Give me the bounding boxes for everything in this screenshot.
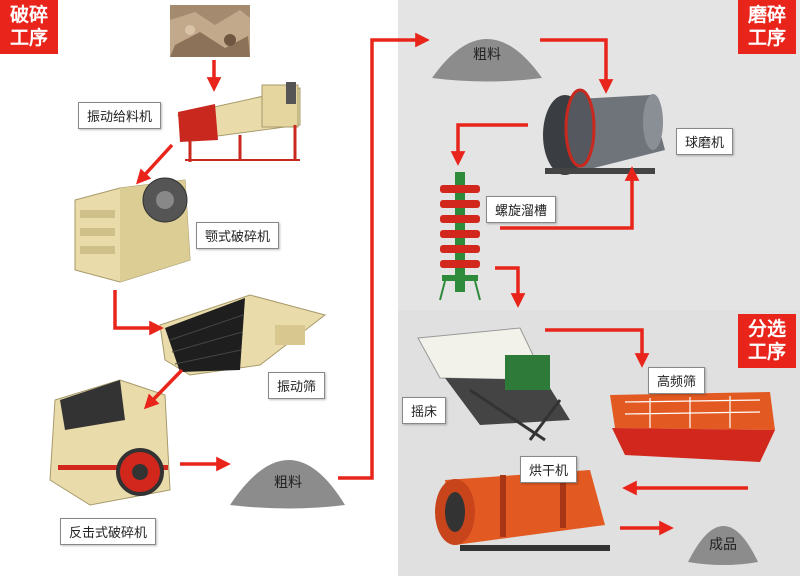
label-spiral-chute: 螺旋溜槽 <box>486 196 557 223</box>
arrow-pile-to-grinding <box>338 32 430 480</box>
label-dryer: 烘干机 <box>520 456 578 483</box>
shaking-table-machine <box>417 327 570 442</box>
stage-tag-crushing: 破碎 工序 <box>0 0 58 54</box>
label-feeder: 振动给料机 <box>78 102 162 129</box>
label-jaw-crusher: 颚式破碎机 <box>196 222 280 249</box>
coarse-pile-2-shape <box>432 39 542 82</box>
stage-tag-separation: 分选 工序 <box>738 314 796 368</box>
label-vibrating-screen: 振动筛 <box>268 372 326 399</box>
feeder-machine <box>177 82 301 162</box>
vibrating-screen-machine <box>159 294 327 376</box>
dryer-machine <box>435 470 610 551</box>
flow-arrows <box>113 32 748 536</box>
arrow-feeder-to-jaw <box>136 143 174 185</box>
ore-image <box>170 5 250 57</box>
arrow-spiral-to-mill <box>500 166 640 230</box>
jaw-crusher-machine <box>74 177 191 283</box>
stage-tag-grinding: 磨碎 工序 <box>738 0 796 54</box>
spiral-chute-machine <box>439 172 481 301</box>
arrow-jaw-to-screen <box>113 290 164 336</box>
label-ball-mill: 球磨机 <box>676 128 734 155</box>
hf-screen-machine <box>610 392 775 462</box>
arrow-table-to-hfscreen <box>545 328 650 368</box>
pile-label-coarse-1: 粗料 <box>274 475 302 491</box>
arrow-mill-to-spiral <box>450 123 528 166</box>
arrow-screen-to-impact <box>143 368 184 410</box>
arrow-spiral-to-table <box>495 266 526 308</box>
label-shaking-table: 摇床 <box>402 397 447 424</box>
label-impact-crusher: 反击式破碎机 <box>60 518 157 545</box>
pile-label-coarse-2: 粗料 <box>473 47 501 63</box>
pile-label-product: 成品 <box>709 537 737 553</box>
label-hf-screen: 高频筛 <box>648 367 706 394</box>
coarse-pile-1-shape <box>230 460 345 509</box>
product-pile-shape <box>688 526 758 565</box>
impact-crusher-machine <box>49 379 171 506</box>
arrow-pile-to-mill <box>540 38 614 94</box>
ball-mill-machine <box>543 88 665 175</box>
